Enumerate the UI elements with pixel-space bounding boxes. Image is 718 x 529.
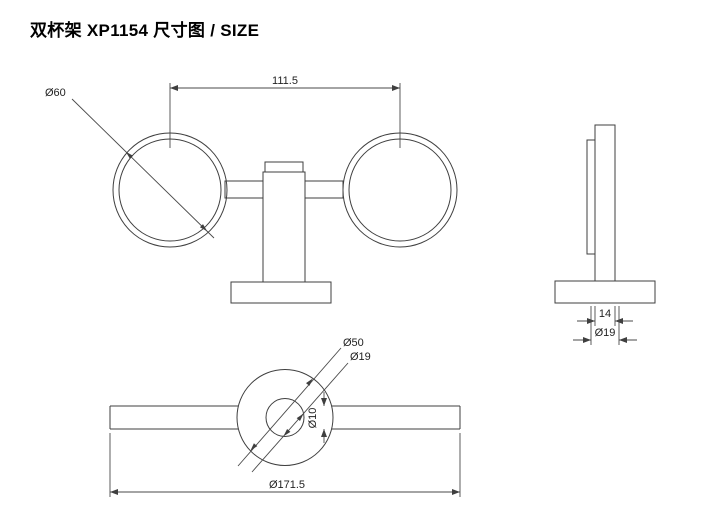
right-arm bbox=[304, 180, 344, 199]
dim-rod: Ø10 bbox=[307, 392, 327, 443]
dim-overall-length: Ø171.5 bbox=[109, 433, 461, 497]
right-cup-ring bbox=[342, 132, 458, 248]
dim-rod-text: Ø10 bbox=[307, 408, 319, 429]
dim-center-distance-text: 111.5 bbox=[272, 75, 298, 87]
front-view: 111.5 Ø60 bbox=[45, 75, 458, 304]
side-ring-edge bbox=[586, 139, 596, 255]
dim-post-width-text: 14 bbox=[599, 308, 611, 320]
side-post bbox=[594, 124, 616, 282]
left-arm bbox=[224, 180, 264, 199]
page-title: 双杯架 XP1154 尺寸图 / SIZE bbox=[30, 21, 260, 40]
dim-hub-outer: Ø50 bbox=[237, 337, 364, 467]
dim-ring-diameter: Ø60 bbox=[45, 87, 215, 239]
dim-hub-inner: Ø19 bbox=[251, 351, 371, 473]
dim-ring-diameter-text: Ø60 bbox=[45, 87, 66, 99]
dim-overall-length-text: Ø171.5 bbox=[269, 479, 305, 491]
dim-post-diameter-text: Ø19 bbox=[595, 327, 616, 339]
front-base bbox=[230, 281, 332, 304]
hub-inner-circle bbox=[265, 398, 305, 437]
side-view: 14 Ø19 bbox=[554, 124, 656, 345]
dim-hub-outer-text: Ø50 bbox=[343, 337, 364, 349]
dim-post-diameter: Ø19 bbox=[573, 306, 637, 345]
hub-outer-circle bbox=[236, 369, 334, 466]
side-base bbox=[554, 280, 656, 304]
center-post bbox=[262, 161, 306, 283]
dim-center-distance: 111.5 bbox=[169, 75, 401, 148]
left-cup-ring bbox=[112, 132, 228, 248]
dim-post-width: 14 bbox=[577, 306, 633, 326]
top-view: Ø50 Ø19 Ø10 bbox=[109, 337, 461, 497]
top-bar bbox=[109, 405, 461, 430]
dim-hub-inner-text: Ø19 bbox=[350, 351, 371, 363]
